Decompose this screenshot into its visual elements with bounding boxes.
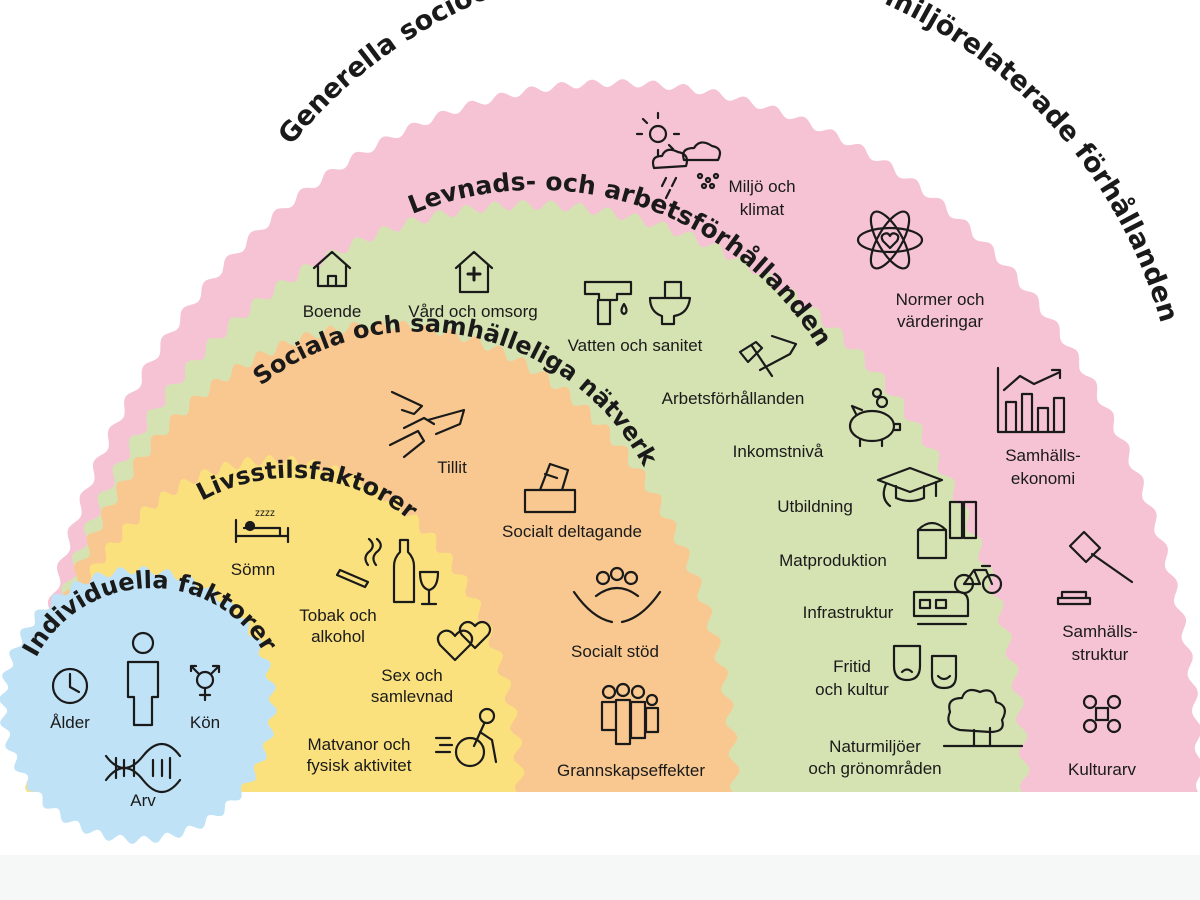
label-tillit: Tillit (437, 458, 467, 477)
toilet-icon (648, 280, 692, 326)
label-miljo-1: Miljö och (728, 177, 795, 196)
food-icon (916, 500, 978, 560)
label-matproduktion: Matproduktion (779, 551, 887, 570)
label-stod: Socialt stöd (571, 642, 659, 661)
bicycle-icon (953, 564, 1003, 595)
label-arbete: Arbetsförhållanden (662, 389, 805, 408)
house-icon (312, 250, 352, 288)
label-alder: Ålder (50, 713, 90, 732)
label-fritid-2: och kultur (815, 680, 889, 699)
piggy-bank-icon (848, 387, 902, 448)
gender-icon (189, 664, 221, 702)
tools-icon (738, 334, 798, 378)
label-sex-1: Sex och (381, 666, 442, 685)
exercise-icon (434, 707, 498, 768)
label-vatten: Vatten och sanitet (568, 336, 703, 355)
hands-icon (388, 390, 466, 459)
label-boende: Boende (303, 302, 362, 321)
ballot-icon (523, 462, 577, 514)
wine-icon (392, 538, 440, 606)
train-icon (912, 590, 970, 626)
label-tobak-2: alkohol (311, 627, 365, 646)
support-icon (572, 566, 662, 624)
clinic-icon (454, 250, 494, 294)
atom-heart-icon (856, 210, 924, 270)
label-kon: Kön (190, 713, 220, 732)
sleep-icon: zzzz (234, 508, 290, 544)
label-utbildning: Utbildning (777, 497, 853, 516)
label-deltagande: Socialt deltagande (502, 522, 642, 541)
label-inkomst: Inkomstnivå (733, 442, 824, 461)
label-ekonomi-2: ekonomi (1011, 469, 1075, 488)
command-icon (1082, 694, 1122, 734)
label-somn: Sömn (231, 560, 275, 579)
label-miljo-2: klimat (740, 200, 785, 219)
gavel-icon (1056, 530, 1134, 606)
graduation-cap-icon (876, 466, 944, 508)
label-arv: Arv (130, 791, 156, 810)
faucet-icon (583, 280, 633, 326)
label-kulturarv: Kulturarv (1068, 760, 1137, 779)
family-icon (600, 682, 660, 746)
label-struktur-2: struktur (1072, 645, 1129, 664)
label-ekonomi-1: Samhälls- (1005, 446, 1081, 465)
theater-masks-icon (892, 644, 958, 690)
svg-text:zzzz: zzzz (255, 508, 275, 519)
label-normer-1: Normer och (896, 290, 985, 309)
label-natur-2: och grönområden (808, 759, 941, 778)
label-grannskap: Grannskapseffekter (557, 761, 705, 780)
label-sex-2: samlevnad (371, 687, 453, 706)
bar-chart-icon (996, 366, 1066, 434)
label-natur-1: Naturmiljöer (829, 737, 921, 756)
individual-circle (0, 566, 277, 844)
label-infrastruktur: Infrastruktur (803, 603, 894, 622)
dna-icon (104, 742, 182, 794)
label-struktur-1: Samhälls- (1062, 622, 1138, 641)
hearts-icon (436, 620, 492, 662)
trees-icon (942, 688, 1024, 748)
label-normer-2: värderingar (897, 312, 983, 331)
weather-icon (635, 111, 722, 200)
bottom-strip (0, 855, 1200, 900)
label-mat-2: fysisk aktivitet (307, 756, 412, 775)
label-fritid-1: Fritid (833, 657, 871, 676)
clock-icon (51, 667, 89, 705)
label-mat-1: Matvanor och (308, 735, 411, 754)
label-vard: Vård och omsorg (408, 302, 537, 321)
label-tobak-1: Tobak och (299, 606, 377, 625)
person-icon (126, 631, 160, 727)
cigarette-icon (335, 537, 382, 589)
